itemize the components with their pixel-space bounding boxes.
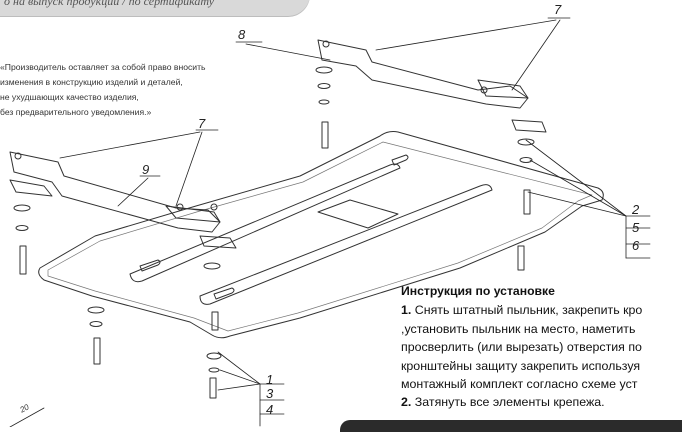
callout-7-left: 7 <box>198 116 206 131</box>
installation-instructions: Инструкция по установке 1. Снять штатный… <box>401 282 682 412</box>
callout-5: 5 <box>632 220 640 235</box>
bracket-top-pad <box>477 79 529 99</box>
instruction-step-2: 2. Затянуть все элементы крепежа. <box>401 393 682 411</box>
callout-2-right: 2 <box>632 202 640 217</box>
bracket-top-tab <box>511 119 547 133</box>
skid-plate <box>38 131 604 339</box>
step-1-number: 1. <box>401 303 412 318</box>
bracket-left-tab <box>199 235 237 249</box>
callout-1: 1 <box>266 372 274 387</box>
disclaimer-line-2: изменения в конструкцию изделий и детале… <box>0 77 183 87</box>
instruction-step-1-line-5: монтажный комплект согласно схеме уст <box>401 377 638 392</box>
bracket-left-lower <box>9 179 53 197</box>
step-1-text: Снять штатный пыльник, закрепить кро <box>414 303 643 318</box>
slot-middle <box>199 184 493 305</box>
manufacturer-disclaimer: «Производитель оставляет за собой право … <box>0 60 270 120</box>
slot-short-top <box>391 154 409 166</box>
step-2-number: 2. <box>401 395 412 410</box>
callout-6: 6 <box>632 238 640 253</box>
callout-7-top: 7 <box>554 2 562 17</box>
disclaimer-line-3: не ухудшающих качество изделия, <box>0 92 139 102</box>
instruction-step-1-line-1: 1. Снять штатный пыльник, закрепить кро <box>401 301 682 319</box>
bracket-left-pad <box>165 205 221 223</box>
callout-4: 4 <box>266 402 274 417</box>
fasteners <box>13 40 535 399</box>
bottom-dark-bar <box>340 420 682 432</box>
step-2-text: Затянуть все элементы крепежа. <box>414 395 605 410</box>
instruction-step-1-line-3: просверлить (или вырезать) отверстия по <box>401 340 642 355</box>
bracket-top <box>317 39 529 109</box>
leader-lines <box>9 17 651 427</box>
slot-short-left <box>139 259 161 272</box>
slot-upper <box>129 163 401 283</box>
bracket-left <box>9 151 221 233</box>
disclaimer-line-4: без предварительного уведомления.» <box>0 107 152 117</box>
instructions-title: Инструкция по установке <box>401 284 555 298</box>
disclaimer-line-1: «Производитель оставляет за собой право … <box>0 62 206 72</box>
callout-3: 3 <box>266 386 274 401</box>
stiffener-panel <box>317 199 399 229</box>
callout-9: 9 <box>142 162 150 177</box>
header-banner-text: о на выпуск продукции / по сертификату <box>4 0 215 8</box>
header-banner: о на выпуск продукции / по сертификату <box>0 0 310 16</box>
instruction-step-1-line-4: кронштейны защиту закрепить используя <box>401 358 641 373</box>
callout-8: 8 <box>238 27 246 42</box>
instruction-step-1-line-2: ,установить пыльник на место, наметить <box>401 321 636 336</box>
slot-short-mid <box>213 287 235 300</box>
skid-plate-inner-edge <box>47 141 593 332</box>
